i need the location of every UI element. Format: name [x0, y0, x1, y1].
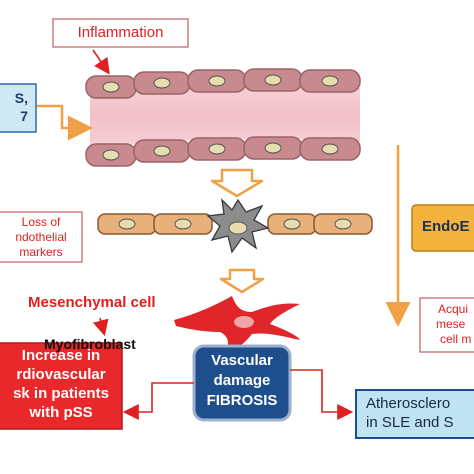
inflammation-box — [52, 18, 189, 48]
athero-label-2: in SLE and S — [366, 414, 454, 431]
athero-box — [355, 389, 474, 439]
increase-risk-box — [0, 342, 123, 430]
endo-label: EndoE — [422, 218, 470, 235]
vessel-lumen — [90, 83, 360, 148]
athero-label-1: Atherosclero — [366, 395, 451, 412]
increase-label-1: Increase in — [21, 347, 101, 364]
transition-arrow-1 — [210, 168, 264, 198]
transitioning-cell-nucleus — [228, 221, 248, 235]
loss-markers-box — [0, 211, 83, 263]
increase-label-2: rdiovascular — [16, 366, 106, 383]
vascular-to-increase-arrow — [122, 382, 194, 420]
left-factor-label-2: 7 — [20, 108, 28, 124]
myofibroblast-arrow — [92, 317, 109, 337]
endothelial-row — [97, 213, 373, 235]
left-factor-box — [0, 83, 37, 133]
acquired-box — [419, 297, 474, 353]
increase-label-4: with pSS — [29, 404, 93, 421]
myofibroblast-label: Myofibroblast — [44, 336, 136, 352]
increase-label-3: sk in patients — [13, 385, 109, 402]
loss-markers-label-1: Loss of — [21, 215, 61, 229]
acquired-label-2: mese — [436, 317, 466, 331]
loss-markers-label-2: ndothelial — [15, 230, 67, 244]
loss-markers-label-3: markers — [19, 245, 63, 259]
inflammation-label: Inflammation — [77, 24, 164, 41]
transition-arrow-2 — [219, 268, 265, 294]
mesenchymal-cell-label: Mesenchymal cell — [28, 294, 156, 311]
endo-box — [411, 204, 474, 252]
vascular-label-1: Vascular — [211, 352, 273, 369]
vascular-label-2: damage — [213, 372, 271, 389]
vascular-to-athero-arrow — [290, 369, 354, 420]
acquired-label-3: cell m — [440, 332, 472, 346]
left-factor-label-1: S, — [14, 90, 28, 106]
left-factor-arrow — [37, 104, 93, 141]
vascular-label-3: FIBROSIS — [206, 392, 278, 409]
vessel-bottom-wall — [85, 136, 361, 167]
vessel-top-wall — [85, 68, 361, 99]
inflammation-arrow — [92, 49, 110, 75]
myofibroblast-nucleus — [234, 316, 254, 328]
acquired-label-1: Acqui — [438, 302, 469, 316]
